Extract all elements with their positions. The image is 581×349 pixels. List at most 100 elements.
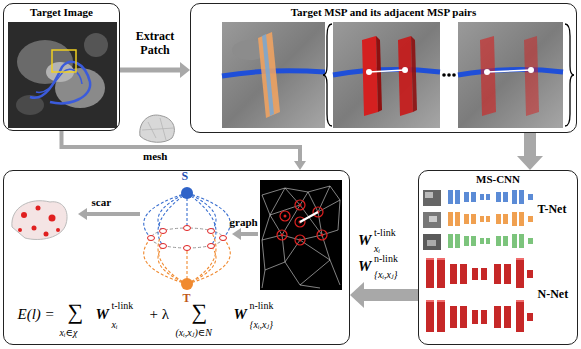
equation-term: t-link — [112, 300, 134, 312]
nnet-drawing-part-part — [450, 264, 457, 284]
st-graph — [144, 187, 231, 290]
msp-patch — [222, 22, 325, 128]
msp-patch-part — [458, 70, 563, 75]
tnet-drawing-part-part — [528, 238, 533, 244]
msp-patch-part — [369, 70, 405, 72]
tnet-drawing-part — [448, 190, 533, 204]
st-graph-part — [148, 226, 227, 251]
equation-term: T — [183, 292, 191, 306]
tnet-drawing-part-part — [528, 216, 533, 222]
tnet-drawing-part-part — [503, 192, 508, 202]
scar-model-part — [12, 201, 67, 240]
msp-patch-part — [333, 22, 440, 128]
equation-term: ∑ — [192, 299, 208, 324]
scar-model-part — [18, 206, 60, 237]
graph-mesh-part-part — [321, 234, 324, 237]
mri-image-part — [8, 22, 117, 128]
nnet-drawing-part-part — [504, 264, 511, 284]
graph-mesh — [260, 180, 342, 290]
process-arrow-part — [232, 228, 241, 240]
panel-box: Target MSP and its adjacent MSP pairs — [190, 3, 577, 133]
graph-mesh-part-part — [284, 215, 287, 218]
msp-patch — [458, 22, 563, 128]
connector — [62, 131, 307, 170]
graph-mesh-part-part — [277, 230, 287, 240]
equation-term: graph — [230, 216, 258, 229]
process-arrow-part — [240, 232, 258, 236]
nnet-drawing-part-part — [450, 306, 457, 328]
mesh-icon — [140, 115, 175, 142]
tnet-drawing-part-part — [486, 238, 490, 244]
equation-term: scar — [92, 196, 112, 209]
graph-mesh-part-part — [299, 239, 302, 242]
tnet-drawing-part-part — [486, 216, 490, 222]
tnet-drawing-part-part — [512, 212, 517, 226]
nnet-drawing-part — [426, 260, 533, 332]
st-graph-part-part — [184, 246, 191, 251]
connector — [517, 133, 543, 170]
weight-term: n-link — [374, 253, 398, 265]
equation-term: + λ — [150, 306, 169, 323]
weight-term: {xᵢ,xⱼ} — [374, 269, 398, 281]
mesh-icon-part — [140, 115, 175, 142]
connector — [120, 62, 190, 78]
nnet-drawing-part-part — [516, 258, 524, 260]
tnet-drawing-part-part — [486, 194, 490, 200]
tnet-drawing-part — [448, 234, 533, 248]
tnet-drawing — [423, 190, 533, 250]
msp-patch-part — [402, 67, 408, 73]
st-graph-part-part — [158, 193, 187, 231]
st-graph-part-part — [187, 238, 230, 284]
msp-patch-part — [524, 36, 539, 116]
tnet-drawing-part-part — [512, 234, 517, 248]
ellipsis-dots-part — [452, 73, 456, 77]
mri-image-part — [17, 40, 73, 84]
st-graph-part-part — [187, 231, 216, 284]
graph-mesh-part-part — [281, 234, 284, 237]
nnet-drawing-part-part — [494, 306, 501, 328]
weight-term: W — [358, 258, 371, 275]
tnet-drawing-part-part — [480, 238, 484, 244]
arrow-head — [294, 161, 306, 170]
msp-patch-part — [458, 22, 563, 128]
graph-mesh-part — [277, 200, 327, 245]
st-graph-part-part — [208, 244, 215, 249]
tnet-drawing-part-part — [512, 190, 517, 204]
st-graph-part-part — [158, 246, 187, 284]
nnet-drawing-part-part — [426, 302, 434, 332]
tnet-drawing-part-part — [519, 190, 524, 204]
equation-term: xᵢ — [112, 319, 118, 331]
network-label: T-Net — [538, 203, 567, 217]
panel-title: MS-CNN — [419, 173, 577, 186]
st-graph-part — [144, 193, 231, 246]
brace-part — [323, 24, 332, 126]
st-graph-part-part — [144, 238, 187, 284]
arrow-head — [180, 62, 190, 78]
tnet-drawing-part-part — [455, 234, 460, 248]
nnet-drawing-part-part — [437, 300, 445, 302]
panel-title: Target MSP and its adjacent MSP pairs — [191, 6, 576, 19]
nnet-drawing-part-part — [516, 302, 524, 332]
process-arrow-part — [78, 208, 87, 220]
nnet-drawing-part-part — [527, 270, 533, 278]
tnet-drawing-part — [423, 212, 441, 228]
weight-term: xᵢ — [374, 243, 380, 255]
scar-model-part-part — [32, 226, 37, 231]
panel-box: MS-CNN T-NetN-Net — [418, 170, 578, 345]
msp-patch — [333, 22, 440, 128]
tnet-drawing-part-part — [464, 214, 469, 224]
tnet-drawing-part-part — [455, 212, 460, 226]
ellipsis-dots — [442, 73, 456, 77]
msp-patch-part — [333, 70, 440, 75]
nnet-drawing-part-part — [472, 310, 478, 324]
network-name: N-Net — [538, 288, 569, 302]
mri-image — [8, 22, 117, 128]
tnet-drawing-part-part — [471, 214, 476, 224]
panel-box: Target Image — [3, 3, 120, 131]
equation-term: xᵢ∈χ — [60, 327, 78, 339]
tnet-drawing-part — [423, 234, 441, 250]
panel-box: STgraphscarE(l) =∑xᵢ∈χWt-linkxᵢ+ λ∑(xᵢ,x… — [3, 170, 350, 345]
scar-model-part-part — [18, 228, 22, 232]
equation-term: W — [234, 306, 247, 323]
